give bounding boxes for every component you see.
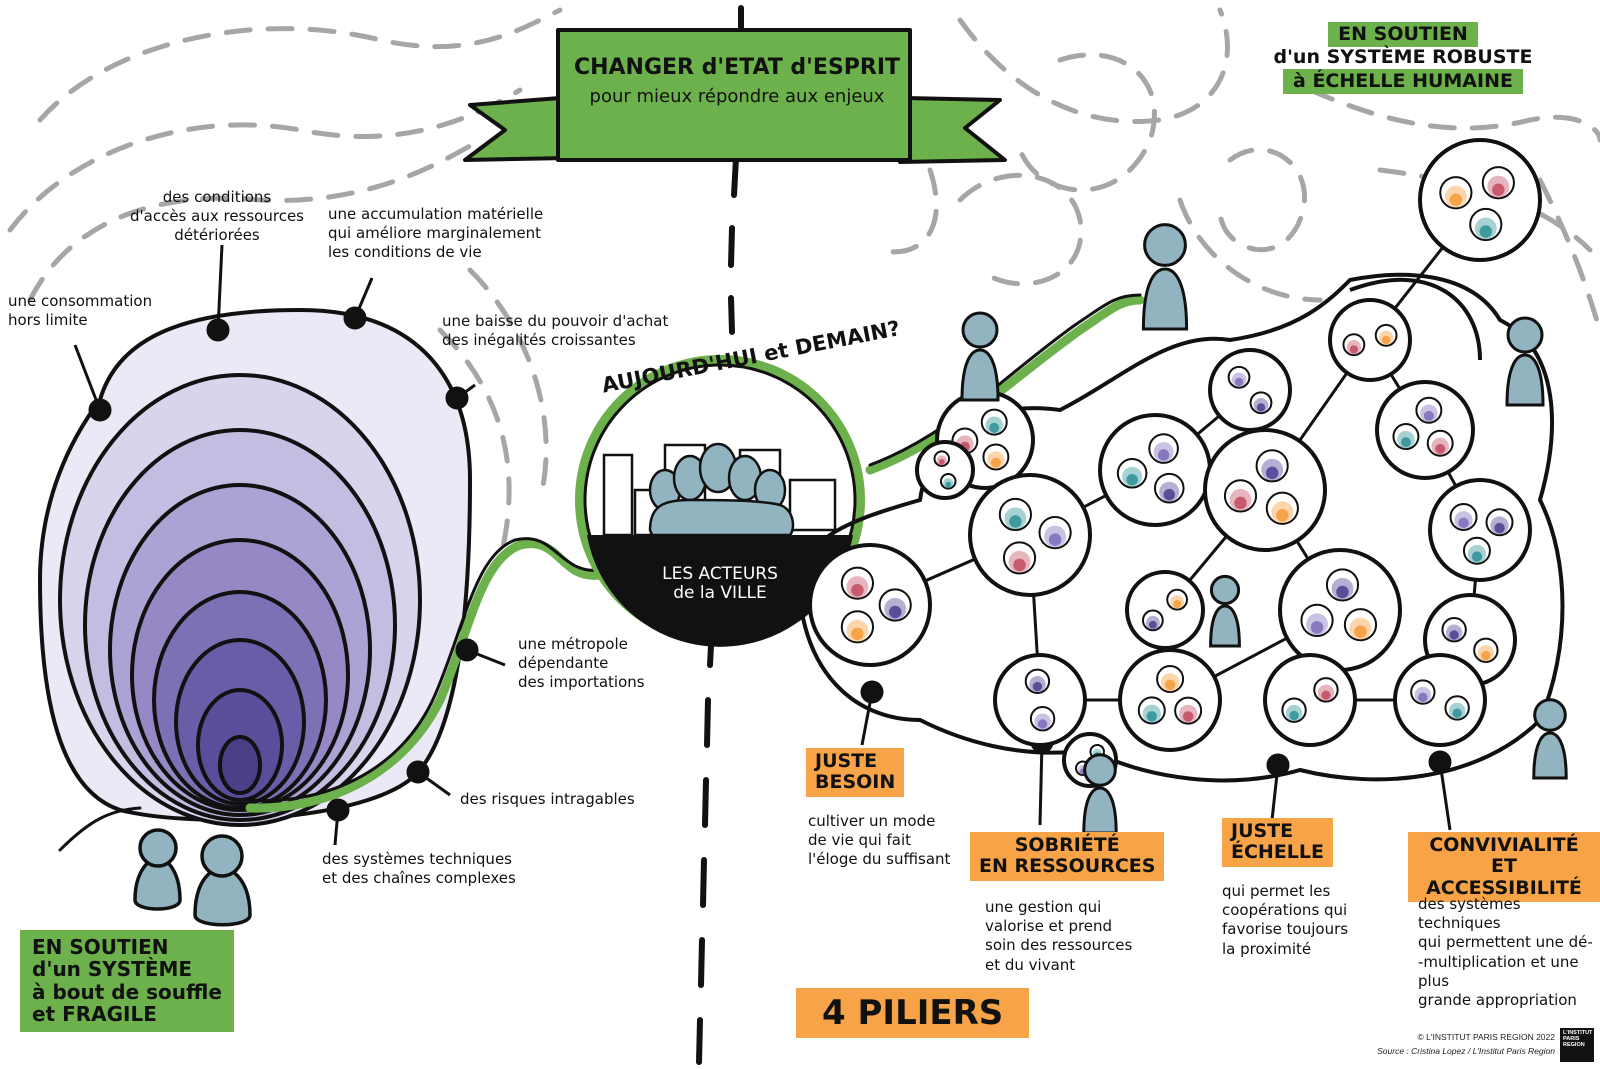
robust-network bbox=[796, 138, 1568, 835]
pillar-4-title-line-1: CONVIVIALITÉ bbox=[1429, 834, 1579, 856]
banner-line-1: CHANGER d'ETAT d'ESPRIT bbox=[573, 55, 901, 80]
pillar-4-title-line-2: et ACCESSIBILITÉ bbox=[1426, 855, 1582, 899]
fragile-system-shape bbox=[37, 307, 473, 827]
banner-line-2: pour mieux répondre aux enjeux bbox=[589, 85, 885, 107]
pillar-title-sobriete: SOBRIÉTÉ en RESSOURCES bbox=[970, 832, 1165, 881]
actors-line-2: de la VILLE bbox=[673, 583, 767, 604]
left-heading: EN SOUTIEN d'un SYSTÈME à bout de souffl… bbox=[20, 930, 234, 1032]
left-figures bbox=[133, 828, 252, 927]
issue-purchasing-power: une baisse du pouvoir d'achat des inégal… bbox=[442, 312, 669, 350]
pillar-1-title-line-2: BESOIN bbox=[815, 771, 896, 794]
pillar-2-title-line-1: SOBRIÉTÉ bbox=[1014, 834, 1120, 856]
actors-label: LES ACTEURS de la VILLE bbox=[640, 564, 800, 604]
issue-risks: des risques intragables bbox=[460, 790, 635, 808]
issue-consumption: une consommation hors limite bbox=[8, 292, 153, 330]
issue-import-dependency: une métropole dépendante des importation… bbox=[518, 635, 645, 692]
institute-logo-text: L'INSTITUT PARIS REGION bbox=[1563, 1030, 1593, 1048]
left-heading-line-4: et FRAGILE bbox=[32, 1002, 157, 1027]
banner-ribbon bbox=[463, 28, 1007, 164]
issue-material-accumulation: une accumulation matérielle qui améliore… bbox=[328, 205, 544, 262]
right-heading-line-1: EN SOUTIEN bbox=[1328, 22, 1478, 48]
pillars-title: 4 PILIERS bbox=[796, 988, 1030, 1039]
pillar-text-juste-besoin: cultiver un mode de vie qui fait l'éloge… bbox=[808, 812, 951, 869]
left-heading-line-2: d'un SYSTÈME bbox=[32, 957, 193, 982]
issue-technical-systems: des systèmes techniques et des chaînes c… bbox=[322, 850, 516, 888]
left-heading-line-1: EN SOUTIEN bbox=[32, 935, 169, 959]
right-heading-line-2: d'un SYSTÈME ROBUSTE bbox=[1273, 46, 1533, 69]
issue-markers bbox=[73, 244, 506, 846]
copyright: © L'INSTITUT PARIS REGION 2022 bbox=[1417, 1032, 1555, 1042]
right-heading: EN SOUTIEN d'un SYSTÈME ROBUSTE à ÉCHELL… bbox=[1238, 22, 1568, 94]
pillar-3-title-line-2: ÉCHELLE bbox=[1231, 841, 1324, 864]
transition-path bbox=[58, 293, 1145, 852]
pillar-title-convivialite: CONVIVIALITÉ et ACCESSIBILITÉ bbox=[1408, 832, 1600, 902]
pillar-2-title-line-2: en RESSOURCES bbox=[979, 855, 1156, 878]
source: Source : Cristina Lopez / L'Institut Par… bbox=[1377, 1046, 1555, 1056]
left-heading-line-3: à bout de souffle bbox=[32, 979, 222, 1004]
pillar-3-title-line-1: JUSTE bbox=[1231, 820, 1294, 842]
institute-logo: L'INSTITUT PARIS REGION bbox=[1560, 1028, 1594, 1062]
pillar-text-sobriete: une gestion qui valorise et prend soin d… bbox=[985, 898, 1133, 974]
pillar-title-juste-besoin: JUSTE BESOIN bbox=[806, 748, 905, 797]
pillar-1-title-line-1: JUSTE bbox=[815, 750, 878, 772]
city-circle bbox=[575, 355, 865, 647]
dashed-trails bbox=[7, 7, 1600, 563]
pillar-title-juste-echelle: JUSTE ÉCHELLE bbox=[1222, 818, 1333, 867]
pillar-text-juste-echelle: qui permet les coopérations qui favorise… bbox=[1222, 882, 1349, 958]
actors-line-1: LES ACTEURS bbox=[662, 564, 778, 584]
pillar-text-convivialite: des systèmes techniques qui permettent u… bbox=[1418, 895, 1593, 1009]
issue-resource-access: des conditions d'accès aux ressources dé… bbox=[130, 188, 304, 245]
banner-title: CHANGER d'ETAT d'ESPRIT pour mieux répon… bbox=[572, 55, 902, 107]
right-heading-line-3: à ÉCHELLE HUMAINE bbox=[1283, 68, 1523, 94]
